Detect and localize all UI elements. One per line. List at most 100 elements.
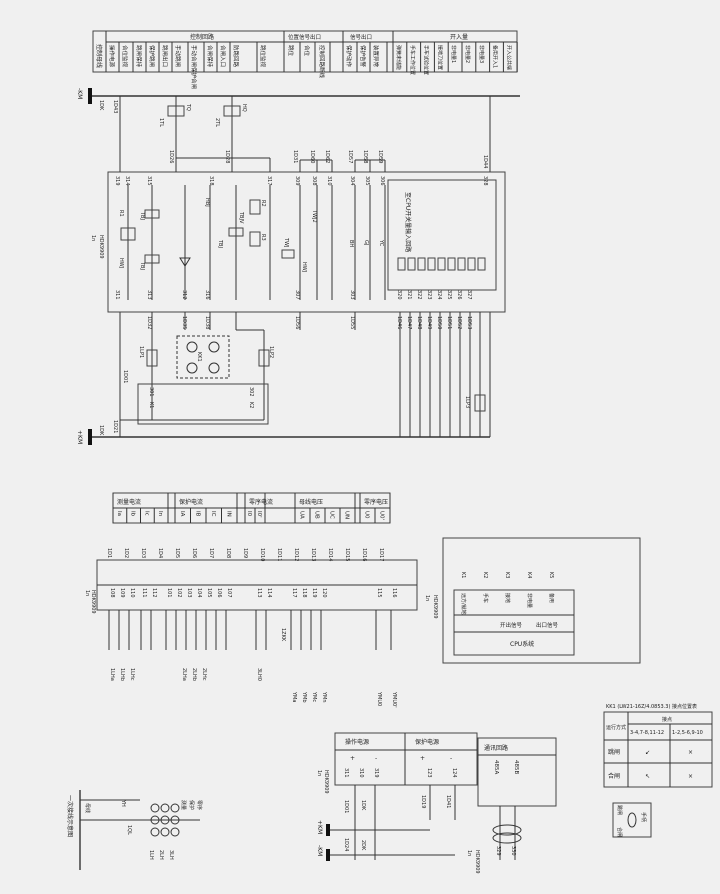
pt-label: YMb [301, 691, 307, 703]
io-output-label: 开出信号 [500, 621, 523, 629]
terminal-label: 1D14 [327, 548, 333, 561]
pin-label: 116 [391, 588, 397, 598]
terminal-label: 1D7 [208, 548, 214, 558]
io-box [442, 537, 641, 664]
optocoupler-icon [407, 257, 416, 271]
terminal-label: 1D4 [157, 548, 163, 558]
pin-label: 120 [321, 588, 327, 598]
dc-bus [88, 88, 520, 445]
terminal-label: 1D51 [446, 316, 452, 329]
breaker-label: 1DK [98, 425, 104, 436]
polarity-label: + [420, 755, 425, 762]
pin-label: 112 [151, 588, 157, 598]
cpu-input-label: 至CPU开关量输入回路 [404, 192, 412, 252]
pin-label: 111 [141, 588, 147, 598]
pin-label: 319 [373, 768, 379, 778]
component-label: TBJ [139, 261, 145, 270]
equipment-label: 1QL [126, 825, 132, 835]
measure-item-label: Ic [143, 511, 149, 516]
header-position-group: 位置信号出口 [288, 33, 321, 41]
terminal-label: 1D50 [436, 316, 442, 329]
header-control-item: 跳闸出口 [161, 45, 169, 67]
pin-label: 317 [266, 176, 272, 186]
comm-item: 485B [513, 760, 519, 774]
pt-label: YMn [321, 691, 327, 703]
terminal-label: 1D43 [112, 100, 118, 113]
component-label: TQ [185, 103, 191, 111]
kk-table-cell: 合闸 [608, 772, 620, 780]
measure-group-label: 零序电流 [249, 498, 273, 506]
pin-label: 307 [294, 290, 300, 300]
bus-neg-label: -KM [76, 88, 83, 99]
bus-label: -KM [316, 845, 323, 856]
component-label: TWJ2 [311, 209, 317, 223]
header-control-item: 跳闸保持 [135, 45, 143, 68]
terminal-label: 1D8 [225, 548, 231, 558]
pin-label: 123 [426, 768, 432, 778]
relay-label: K2 [482, 572, 488, 578]
pin-label: 314 [124, 176, 130, 186]
handle-label: 跳闸 [616, 805, 623, 815]
pin-label: 323 [426, 290, 432, 300]
pin-label: 101 [166, 588, 172, 598]
device-model: HDK9909 [432, 595, 438, 619]
ct-label: 1LHa [109, 668, 115, 681]
terminal-label: 1D2 [123, 548, 129, 558]
breaker-label: 2DK [360, 840, 366, 851]
header-control-item: 手动合闸保护合闸 [190, 45, 198, 89]
pt-label: YMU0' [391, 691, 397, 708]
pin-label: 108 [109, 588, 115, 598]
device-id: 1n [424, 595, 430, 601]
terminal-label: 1D10 [259, 548, 265, 561]
device-id: 1n [466, 850, 472, 856]
pin-label: 322 [416, 290, 422, 300]
optocoupler-icon [397, 257, 406, 271]
measure-item-label: IB [194, 511, 200, 517]
component-label: TWJ [283, 237, 289, 247]
measure-group-label: 零序电压 [364, 498, 388, 506]
header-position-item: 跳位 [287, 45, 295, 57]
header-control-group: 控制回路 [190, 33, 214, 41]
kk-table-header: 3-4,7-8,11-12 [630, 730, 664, 736]
measure-group-label: 保护电流 [179, 498, 203, 506]
device-id: 1n [84, 590, 90, 596]
header-input-item: 非电量3 [478, 45, 485, 63]
measure-item-label: U0' [379, 511, 385, 520]
pin-label: 105 [206, 588, 212, 598]
header-control-item: 合闸保持 [206, 45, 214, 68]
device-model: HDK9909 [323, 770, 329, 794]
terminal-label: 1D31 [292, 150, 298, 163]
breaker-label: 1DK [98, 100, 104, 111]
terminal-label: 1D15 [344, 548, 350, 561]
header-signal-item: 装置异常 [372, 45, 380, 68]
cpu-label: CPU系统 [510, 640, 534, 648]
equipment-label: YH [120, 799, 126, 807]
terminal-label: 1D17 [378, 548, 384, 561]
component-label: R2 [260, 200, 266, 207]
fuse-label: 1ZKK [280, 628, 286, 642]
terminal-label: 1D35 [181, 316, 187, 329]
header-input-item: 手车工作位置 [409, 45, 416, 75]
measure-item-label: Ia [116, 511, 122, 516]
terminal-label: 1D21 [112, 420, 118, 433]
component-label: TBJV [238, 211, 244, 224]
device-box [107, 96, 506, 313]
pin-label: 327 [466, 290, 472, 300]
pin-label: 313 [146, 290, 152, 300]
io-input-label: 非电量 [526, 593, 533, 608]
terminal-label: 1D1 [106, 548, 112, 558]
pin-label: 309 [294, 176, 300, 186]
ct-role-label: 零序 [196, 800, 203, 810]
measure-item-label: IA [179, 511, 185, 517]
header-control-item: 保护跳闸 [148, 45, 156, 67]
kk-table-header: 接点 [662, 716, 672, 723]
header-position-item: 控制回路断线 [318, 45, 326, 79]
pin-label: 311 [343, 768, 349, 778]
handle-label: 合闸 [616, 827, 623, 837]
header-input-item: 弹簧未储能 [395, 45, 402, 70]
terminal-label: 1D48 [416, 316, 422, 329]
trip-close-wiring [120, 312, 486, 437]
pin-label: 302 [248, 387, 254, 397]
optocoupler-icon [467, 257, 476, 271]
power-box [326, 732, 478, 861]
